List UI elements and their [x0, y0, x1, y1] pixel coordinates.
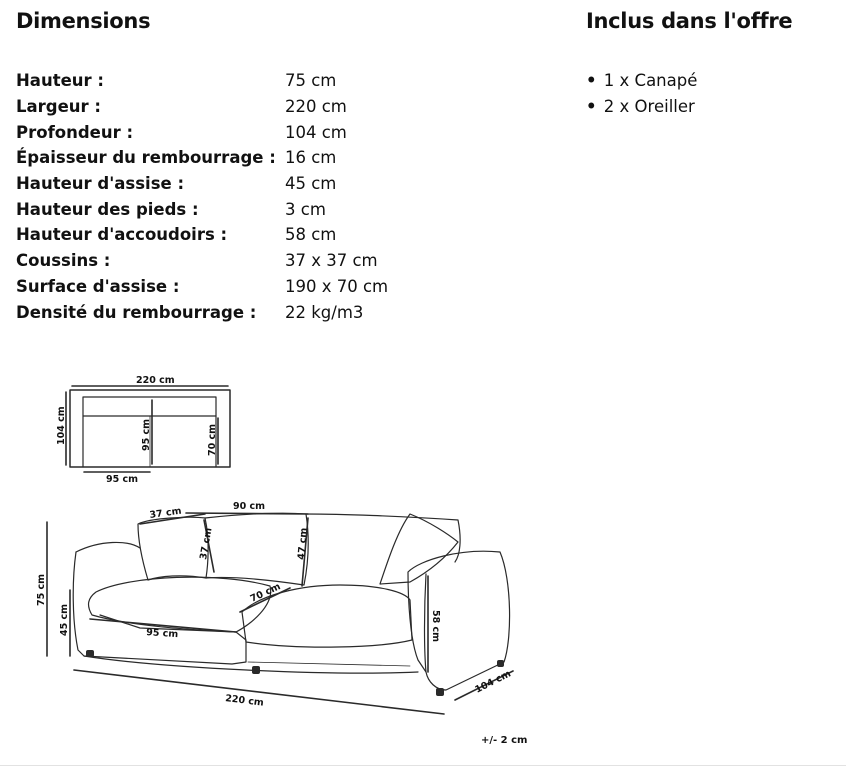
dimension-row-depth: Profondeur : 104 cm [16, 119, 388, 145]
dimension-row-cushions: Coussins : 37 x 37 cm [16, 248, 388, 274]
cushion-height-label: 37 cm [198, 527, 214, 561]
dimension-label: Largeur : [16, 97, 102, 117]
top-seat-depth-label: 95 cm [141, 419, 152, 451]
top-seat-width-label: 95 cm [106, 474, 138, 485]
offer-item-label: 2 x Oreiller [603, 96, 695, 116]
divider [0, 765, 846, 766]
dimensions-heading: Dimensions [16, 9, 151, 33]
dimension-label: Hauteur : [16, 71, 104, 91]
sofa-perspective-view: 37 cm 90 cm 37 cm 47 cm 70 cm 95 cm 58 c… [36, 501, 514, 715]
dimension-label: Coussins : [16, 251, 111, 271]
right-armrest [407, 550, 511, 691]
right-armrest-edge [423, 573, 427, 673]
sofa-leg [497, 660, 504, 667]
dimension-value: 16 cm [285, 148, 337, 168]
offer-item-label: 1 x Canapé [603, 71, 698, 90]
seat-width-label: 95 cm [146, 627, 179, 640]
dimensions-table: Hauteur : 75 cm Largeur : 220 cm Profond… [16, 68, 388, 325]
dimension-row-padding-thickness: Épaisseur du rembourrage : 16 cm [16, 145, 388, 171]
total-depth-arrow [454, 670, 514, 701]
sofa-top-view: 220 cm 104 cm 95 cm 70 cm 95 cm [56, 375, 231, 485]
top-view-backrest [82, 396, 217, 417]
sofa-base-front [83, 655, 419, 674]
dimension-value: 3 cm [285, 199, 326, 219]
seat-width-arrow [89, 618, 237, 633]
left-armrest [72, 551, 247, 665]
cushion-height-arrow [203, 519, 215, 573]
offer-item-sofa: • 1 x Canapé [586, 68, 697, 94]
top-inner-depth-label: 70 cm [207, 424, 218, 456]
back-height-label: 47 cm [296, 527, 310, 560]
dimension-row-padding-density: Densité du rembourrage : 22 kg/m3 [16, 299, 388, 325]
seat-height-label: 45 cm [59, 604, 70, 636]
dimension-row-seat-height: Hauteur d'assise : 45 cm [16, 171, 388, 197]
offer-item-pillow: • 2 x Oreiller [586, 94, 697, 120]
cushion-width-label: 37 cm [149, 506, 182, 521]
back-height-arrow [301, 517, 309, 587]
dimension-label: Hauteur des pieds : [16, 199, 199, 219]
seat-depth-arrow [239, 587, 291, 613]
throw-pillow [379, 513, 459, 585]
sofa-leg [436, 688, 444, 696]
dimension-label: Profondeur : [16, 122, 134, 142]
perspective-dimension-arrows [46, 512, 514, 715]
sofa-leg [252, 666, 260, 674]
total-height-label: 75 cm [36, 574, 47, 606]
sofa-dimension-diagram: 220 cm 104 cm 95 cm 70 cm 95 cm [36, 375, 514, 715]
dimension-label: Hauteur d'assise : [16, 174, 185, 194]
dimension-row-width: Largeur : 220 cm [16, 94, 388, 120]
bullet-icon: • [586, 96, 597, 116]
back-cushion-right [305, 513, 461, 563]
dimension-value: 22 kg/m3 [285, 302, 364, 322]
back-cushion-middle [204, 512, 309, 586]
dimension-value: 37 x 37 cm [285, 251, 378, 271]
dimension-label: Densité du rembourrage : [16, 302, 257, 322]
offer-list: • 1 x Canapé • 2 x Oreiller [586, 68, 697, 119]
sofa-leg [86, 650, 94, 657]
dimension-row-height: Hauteur : 75 cm [16, 68, 388, 94]
dimension-value: 190 x 70 cm [285, 276, 389, 296]
top-depth-label: 104 cm [56, 406, 67, 445]
sofa-base-line [247, 661, 411, 667]
cushion-width-arrow [139, 513, 206, 525]
dimension-value: 220 cm [285, 97, 347, 117]
left-armrest-top [75, 541, 141, 553]
dimension-value: 45 cm [285, 174, 337, 194]
back-cushion-left [137, 516, 209, 581]
total-width-label: 220 cm [225, 693, 265, 709]
bullet-icon: • [586, 71, 597, 90]
total-width-arrow [73, 669, 445, 715]
dimension-value: 104 cm [285, 122, 347, 142]
dimension-row-armrest-height: Hauteur d'accoudoirs : 58 cm [16, 222, 388, 248]
seat-cushion-right [241, 584, 413, 648]
tolerance-note: +/- 2 cm [481, 735, 528, 746]
total-depth-label: 104 cm [473, 668, 513, 695]
dimension-row-leg-height: Hauteur des pieds : 3 cm [16, 196, 388, 222]
dimension-label: Hauteur d'accoudoirs : [16, 225, 228, 245]
dimension-label: Surface d'assise : [16, 276, 180, 296]
offer-heading: Inclus dans l'offre [586, 9, 793, 33]
back-width-label: 90 cm [233, 501, 265, 512]
back-width-arrow [185, 512, 309, 515]
dimension-label: Épaisseur du rembourrage : [16, 148, 276, 168]
top-width-label: 220 cm [136, 375, 175, 386]
dimension-value: 75 cm [285, 71, 337, 91]
dimension-value: 58 cm [285, 225, 337, 245]
dimension-row-seat-surface: Surface d'assise : 190 x 70 cm [16, 274, 388, 300]
arm-height-label: 58 cm [430, 610, 441, 642]
